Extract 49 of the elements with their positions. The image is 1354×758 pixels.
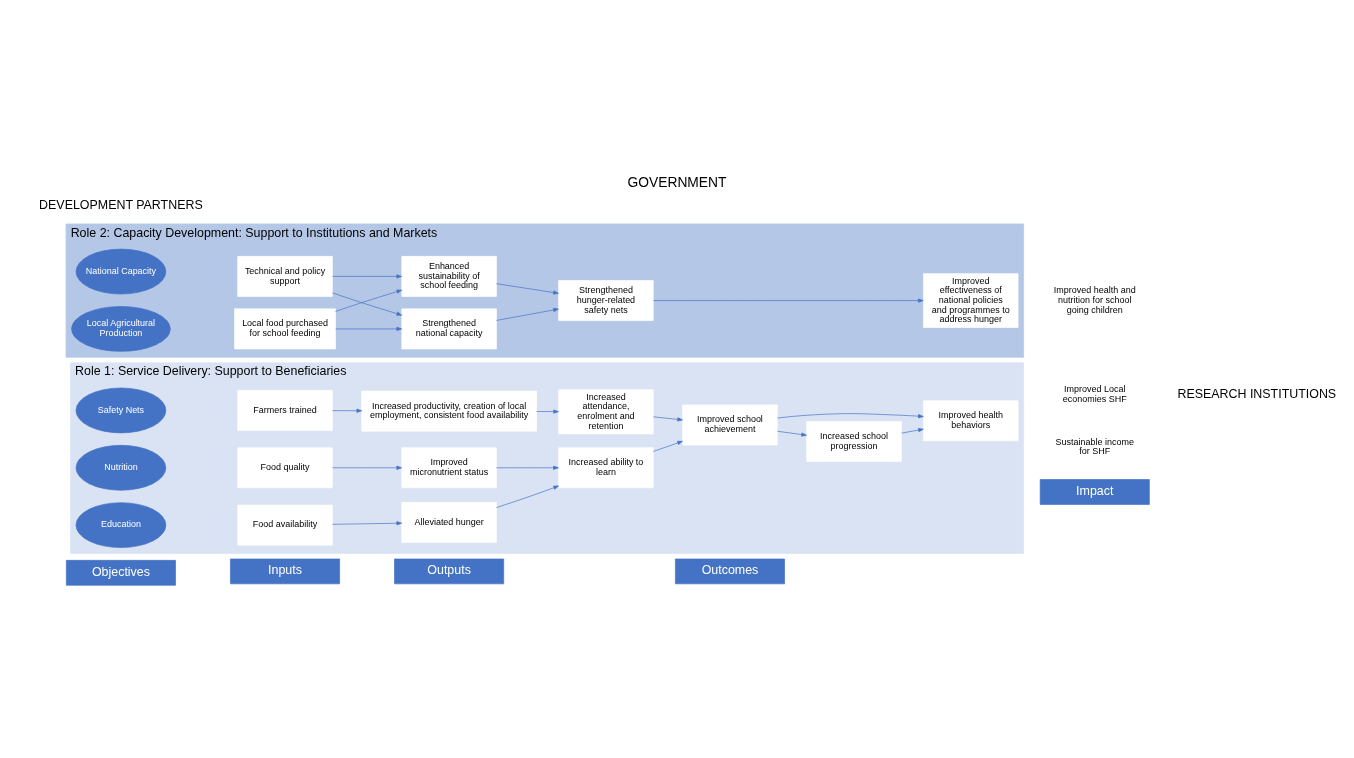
node-box: Inputs: [230, 558, 340, 585]
node-ellipse: Safety Nets: [75, 387, 167, 434]
node-box: Improved school achievement: [682, 404, 778, 446]
node-box: Technical and policy support: [237, 256, 333, 297]
node-box: Strengthened national capacity: [401, 308, 497, 350]
arrow: [332, 408, 363, 413]
node-box: Increased productivity, creation of local employment, consistent food availability: [361, 390, 537, 432]
node-box: Increased school progression: [806, 421, 902, 462]
node-ellipse: Nutrition: [75, 445, 167, 491]
node-box: Improved health behaviors: [923, 400, 1019, 442]
arrow: [335, 326, 402, 331]
node-text: Improved Local economies SHF: [1062, 384, 1127, 404]
node-box: Increased ability to learn: [558, 447, 654, 489]
node-text: Improved health and nutrition for school going children: [1053, 285, 1136, 315]
arrow: [653, 298, 924, 303]
node-box: Food availability: [237, 504, 333, 546]
node-box: Food quality: [237, 447, 333, 489]
arrow: [536, 409, 559, 414]
node-text: Sustainable income for SHF: [1055, 436, 1134, 457]
arrow: [496, 485, 559, 508]
node-box: Increased attendance, enrolment and retention: [558, 389, 654, 435]
node-box: Improved micronutrient status: [401, 447, 497, 489]
label: RESEARCH INSTITUTIONS: [1177, 386, 1337, 401]
arrow: [496, 308, 559, 321]
node-box: Improved effectiveness of national policies and programmes to address hunger: [923, 273, 1019, 328]
label: DEVELOPMENT PARTNERS: [39, 197, 203, 212]
node-box: Impact: [1039, 479, 1150, 505]
node-ellipse: Education: [75, 502, 167, 548]
arrow: [332, 274, 402, 279]
node-ellipse: National Capacity: [75, 248, 167, 295]
node-box: Local food purchased for school feeding: [234, 308, 336, 350]
node-ellipse: Local Agricultural Production: [71, 306, 171, 352]
node-box: Outputs: [394, 558, 505, 585]
arrow: [496, 465, 559, 470]
arrow: [653, 416, 683, 422]
node-box: Alleviated hunger: [401, 502, 497, 543]
node-box: Objectives: [66, 560, 176, 586]
arrow: [653, 440, 683, 452]
node-box: Farmers trained: [237, 390, 333, 431]
arrow: [901, 428, 924, 434]
node-box: Enhanced sustainability of school feeding: [401, 256, 497, 297]
arrow: [332, 465, 402, 470]
arrow: [332, 521, 402, 526]
diagram-title: GOVERNMENT: [627, 173, 727, 190]
arrow: [777, 413, 924, 419]
node-box: Strengthened hunger-related safety nets: [558, 280, 654, 321]
arrow: [496, 283, 559, 295]
arrow: [777, 430, 807, 437]
node-box: Outcomes: [675, 558, 785, 585]
